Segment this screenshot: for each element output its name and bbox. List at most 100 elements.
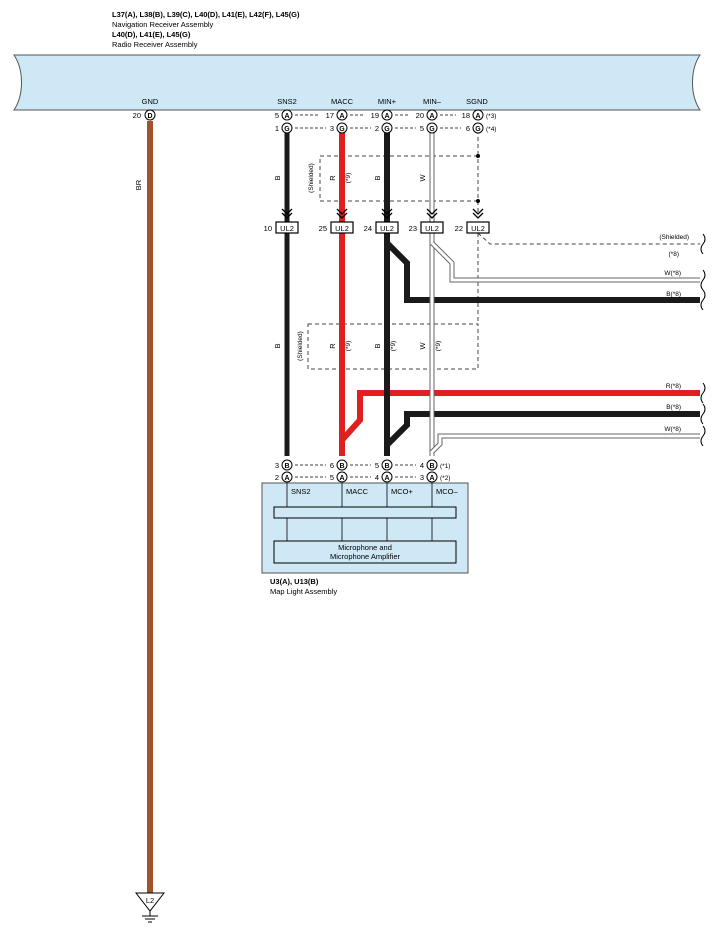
ul2-sns2: UL2 (280, 224, 294, 233)
sns2-pin-a: 5 (275, 111, 279, 120)
upper-shield-box (319, 155, 479, 202)
shield-node (476, 154, 480, 158)
macc-pin-g: 3 (330, 124, 334, 133)
min-minus-conn-g: G (429, 126, 435, 133)
min-minus-branch-bot-outline (430, 433, 700, 454)
ground-label: L2 (146, 896, 154, 905)
mco-minus-pin-b: 4 (420, 461, 424, 470)
ul2-min-plus: UL2 (380, 224, 394, 233)
map-light-name: Map Light Assembly (270, 587, 337, 596)
ul2-sgnd: UL2 (471, 224, 485, 233)
shield-node (476, 199, 480, 203)
terminal-gnd: GND (142, 97, 159, 106)
sns2-conn-a: A (284, 113, 289, 120)
junction-chevrons (281, 208, 484, 219)
mco-minus-conn-b: B (429, 463, 434, 470)
amplifier-label-line1: Microphone and (338, 543, 392, 552)
sns2-wire-color-upper: B (273, 175, 282, 180)
receiver-row-a-note: (*3) (486, 113, 496, 120)
shielded-branch-note: (*8) (669, 251, 679, 258)
receiver-pin-circles (144, 109, 484, 134)
amplifier-label-line2: Microphone Amplifier (330, 552, 401, 561)
min-plus-pin-a: 19 (371, 111, 379, 120)
microphone-amplifier-box (273, 540, 457, 564)
mco-plus-pin-b: 5 (375, 461, 379, 470)
mco-minus-pin-a2: 3 (420, 473, 424, 482)
sns2-pin-b: 3 (275, 461, 279, 470)
b-mid-branch-label: B(*8) (666, 404, 681, 411)
macc-conn-b: B (339, 463, 344, 470)
ul2-pin-sgnd: 22 (455, 224, 463, 233)
map-terminal-mco-minus: MCO– (436, 487, 458, 496)
macc-pin-a2: 5 (330, 473, 334, 482)
gnd-wire-color: BR (134, 179, 143, 190)
terminal-macc: MACC (331, 97, 354, 106)
macc-wire-color-lower: R (328, 343, 337, 349)
navigation-receiver-name: Navigation Receiver Assembly (112, 20, 214, 29)
radio-receiver-codes: L40(D), L41(E), L45(G) (112, 30, 191, 39)
shielded-branch-label: (Shielded) (659, 234, 689, 241)
min-minus-branch-top (430, 241, 700, 282)
w-top-branch-label: W(*8) (664, 270, 681, 277)
sns2-conn-b: B (284, 463, 289, 470)
receiver-assembly-box (13, 54, 701, 111)
min-plus-branch-mid (384, 411, 700, 448)
macc-wire-color-upper: R (328, 175, 337, 181)
sgnd-conn-g: G (475, 126, 481, 133)
receiver-row-g-note: (*4) (486, 126, 496, 133)
terminal-sgnd: SGND (466, 97, 488, 106)
map-light-row-a-note: (*2) (440, 475, 450, 482)
min-plus-wire-color-upper: B (373, 175, 382, 180)
min-plus-conn-a: A (384, 113, 389, 120)
map-light-internal-leads (286, 483, 433, 541)
min-minus-wire-color-upper: W (418, 174, 427, 182)
ul2-pin-sns2: 10 (264, 224, 272, 233)
min-minus-shield-note: (*9) (435, 341, 442, 351)
min-plus-wire-color-lower: B (373, 343, 382, 348)
min-minus-branch-top-outline (430, 241, 700, 283)
ul2-pin-min-plus: 24 (364, 224, 372, 233)
min-minus-pin-g: 5 (420, 124, 424, 133)
min-plus-pin-g: 2 (375, 124, 379, 133)
terminal-sns2: SNS2 (277, 97, 297, 106)
map-light-row-b-note: (*1) (440, 463, 450, 470)
receiver-pin-leaders (295, 114, 461, 478)
sgnd-pin-g: 6 (466, 124, 470, 133)
sgnd-conn-a: A (475, 113, 480, 120)
ul2-pin-macc: 25 (319, 224, 327, 233)
min-minus-wire-color-lower: W (418, 342, 427, 350)
macc-pin-b: 6 (330, 461, 334, 470)
ground-icon (142, 911, 158, 923)
upper-shield-label: (Shielded) (308, 163, 315, 193)
map-light-pin-circles (281, 459, 438, 483)
map-terminal-sns2: SNS2 (291, 487, 311, 496)
lower-shield-box (307, 323, 479, 370)
min-plus-branch-top (384, 240, 700, 303)
sns2-pin-g: 1 (275, 124, 279, 133)
ul2-boxes (275, 221, 490, 234)
navigation-receiver-codes: L37(A), L38(B), L39(C), L40(D), L41(E), … (112, 10, 300, 19)
r-mid-branch-label: R(*8) (666, 383, 681, 390)
macc-conn-g: G (339, 126, 345, 133)
lower-shield-label: (Shielded) (297, 331, 304, 361)
sns2-wire-color-lower: B (273, 343, 282, 348)
mco-plus-conn-a2: A (384, 475, 389, 482)
map-terminal-macc: MACC (346, 487, 369, 496)
gnd-pin-number: 20 (133, 111, 141, 120)
macc-conn-a2: A (339, 475, 344, 482)
shielded-branch (477, 232, 700, 245)
min-minus-conn-a: A (429, 113, 434, 120)
sns2-conn-g: G (284, 126, 290, 133)
macc-wire (339, 128, 700, 448)
radio-receiver-name: Radio Receiver Assembly (112, 40, 198, 49)
sgnd-pin-a: 18 (462, 111, 470, 120)
mco-plus-pin-a2: 4 (375, 473, 379, 482)
mco-minus-conn-a2: A (429, 475, 434, 482)
wire-break-marks (700, 233, 706, 447)
macc-shield-note-upper: (*9) (345, 173, 352, 183)
min-minus-pin-a: 20 (416, 111, 424, 120)
min-minus-branch-bot (430, 434, 700, 454)
map-light-codes: U3(A), U13(B) (270, 577, 319, 586)
terminal-min-plus: MIN+ (378, 97, 397, 106)
